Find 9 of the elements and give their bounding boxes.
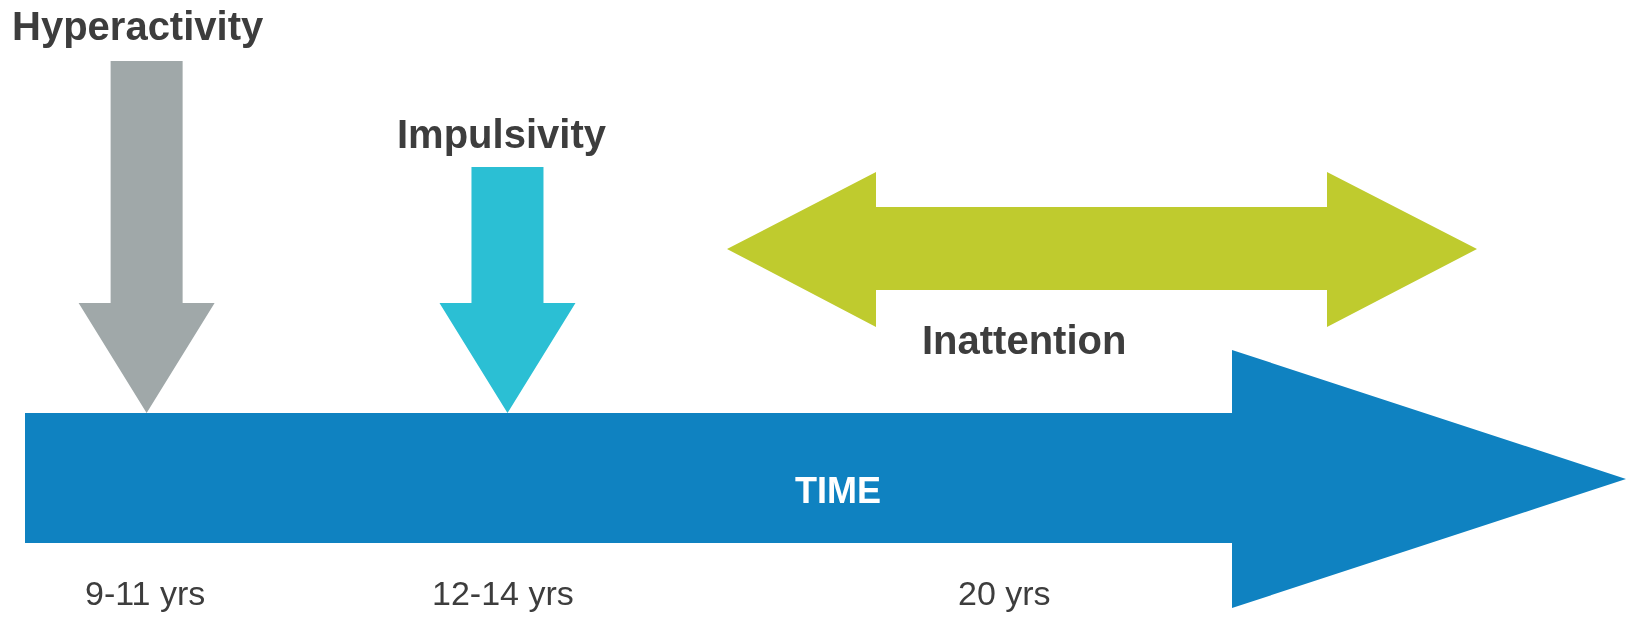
age-label: 20 yrs <box>958 574 1051 613</box>
arrow <box>439 167 576 413</box>
timeline-label: TIME <box>795 470 881 512</box>
category-label: Inattention <box>922 318 1127 363</box>
category-label: Impulsivity <box>397 112 606 157</box>
age-label: 12-14 yrs <box>432 574 574 613</box>
age-label: 9-11 yrs <box>85 574 206 613</box>
arrow <box>78 61 215 413</box>
category-label: Hyperactivity <box>12 4 264 49</box>
